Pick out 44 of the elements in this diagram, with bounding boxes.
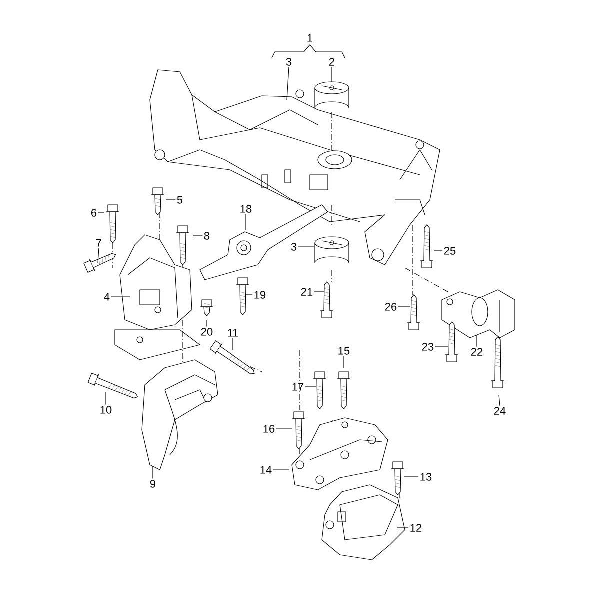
leader-line — [232, 338, 234, 350]
callout-number: 20 — [201, 328, 213, 336]
callout-number: 5 — [177, 196, 183, 204]
leader-line — [434, 250, 443, 252]
callout-number: 18 — [240, 205, 252, 213]
callout-number: 7 — [96, 239, 102, 247]
callout-number: 19 — [254, 291, 266, 299]
leader-line — [404, 476, 419, 478]
callout-number: 17 — [292, 383, 304, 391]
leader-line — [286, 66, 290, 100]
leader-line — [398, 306, 410, 308]
callout-number: 26 — [385, 303, 397, 311]
callout-number: 8 — [204, 232, 210, 240]
leader-line — [244, 294, 253, 296]
leader-line — [498, 394, 500, 406]
callout-number: 2 — [330, 58, 334, 66]
leader-line — [476, 334, 478, 348]
callout-number: 4 — [104, 293, 110, 301]
callout-number: 9 — [150, 480, 156, 488]
leader-line — [98, 212, 104, 214]
callout-number: 25 — [444, 247, 456, 255]
callout-number: 10 — [100, 406, 112, 414]
callout-number: 24 — [494, 407, 506, 415]
leader-line — [152, 466, 154, 480]
leader-line — [111, 296, 130, 298]
callout-number: 16 — [264, 425, 275, 433]
callout-number: 22 — [471, 348, 483, 356]
callout-number: 3 — [291, 243, 297, 251]
callout-number: 14 — [260, 466, 272, 474]
callout-number: 1 — [308, 34, 313, 42]
callout-number: 12 — [410, 524, 422, 532]
callout-number: 23 — [422, 343, 434, 351]
leader-line — [98, 248, 100, 264]
callout-number: 6 — [92, 209, 97, 217]
callout-number: 11 — [228, 329, 238, 337]
callout-number: 15 — [338, 347, 350, 355]
leader-line — [276, 428, 292, 430]
callout-number: 3 — [286, 58, 292, 66]
callout-number: 21 — [301, 288, 313, 296]
callout-number: 13 — [420, 473, 432, 481]
leader-line — [206, 320, 208, 328]
leader-line — [298, 246, 314, 248]
leader-line — [305, 386, 316, 388]
leader-line — [435, 346, 448, 348]
